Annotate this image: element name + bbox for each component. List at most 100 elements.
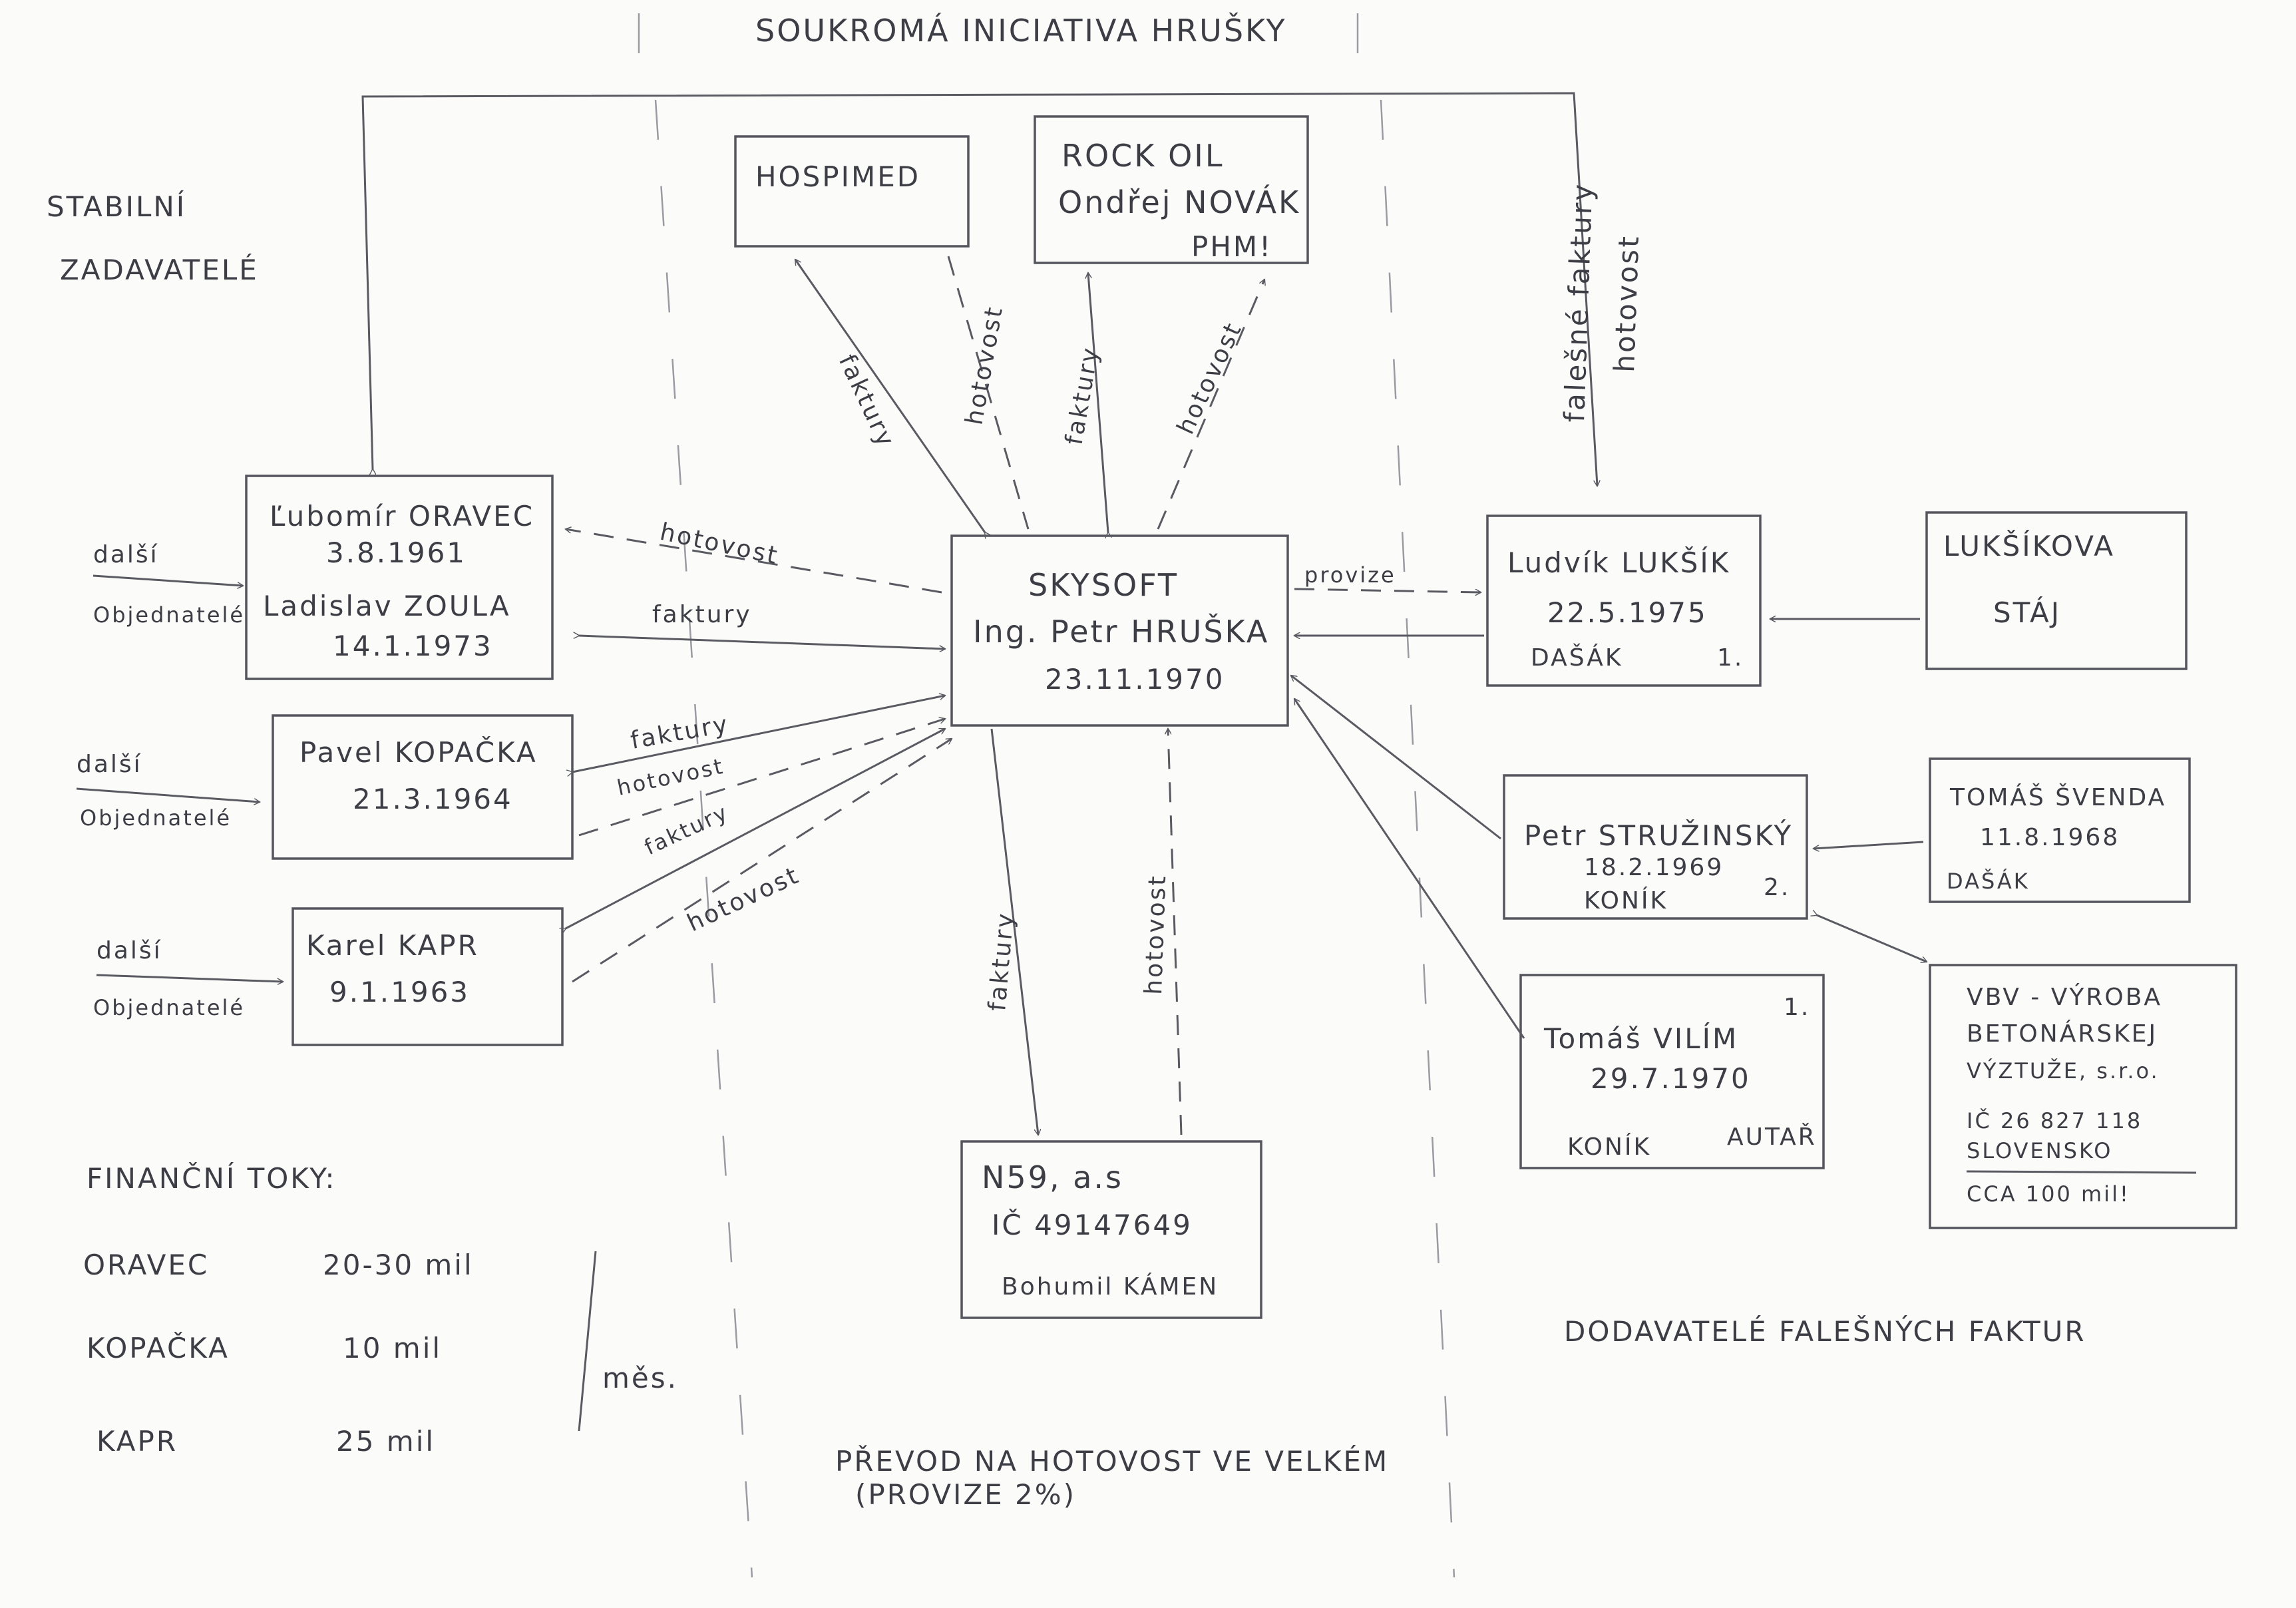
top-loop-connector bbox=[361, 92, 1597, 486]
lukesikova-staj: STÁJ bbox=[1993, 596, 2061, 629]
other-clients-1-arrow bbox=[93, 574, 243, 586]
financial-row-3-name: KAPR bbox=[96, 1425, 178, 1458]
rockoil-owner: Ondřej NOVÁK bbox=[1058, 184, 1300, 220]
financial-heading: FINANČNÍ TOKY: bbox=[87, 1161, 337, 1195]
svenda-node: TOMÁŠ ŠVENDA 11.8.1968 DAŠÁK bbox=[1929, 757, 2191, 903]
n59-name: N59, a.s bbox=[982, 1159, 1123, 1195]
financial-row-1-name: ORAVEC bbox=[83, 1249, 209, 1281]
svenda-name: TOMÁŠ ŠVENDA bbox=[1949, 783, 2166, 811]
label-rockoil-hotovost: hotovost bbox=[1172, 317, 1248, 439]
vbv-line-1: VBV - VÝROBA bbox=[1967, 983, 2162, 1011]
n59-box bbox=[960, 1140, 1262, 1319]
vilim-date: 29.7.1970 bbox=[1591, 1062, 1751, 1095]
oravec-date: 3.8.1961 bbox=[326, 536, 467, 569]
vilim-node: Tomáš VILÍM 29.7.1970 KONÍK AUTAŘ 1. bbox=[1519, 974, 1825, 1169]
struzinsky-name: Petr STRUŽINSKÝ bbox=[1524, 819, 1793, 852]
other-clients-2-label: Objednatelé bbox=[80, 805, 232, 831]
n59-skysoft-hotovost bbox=[1168, 729, 1183, 1135]
lukesikova-name: LUKŠÍKOVA bbox=[1943, 529, 2115, 562]
vbv-box bbox=[1929, 964, 2237, 1229]
financial-row-2-value: 10 mil bbox=[343, 1332, 442, 1364]
lukesik-name: Ludvík LUKŠÍK bbox=[1507, 546, 1730, 579]
skysoft-oravec-hotovost bbox=[566, 529, 942, 594]
lukesik-box bbox=[1486, 514, 1762, 687]
n59-ico: IČ 49147649 bbox=[992, 1208, 1193, 1241]
lukesik-role: DAŠÁK bbox=[1531, 644, 1623, 672]
label-lukesik-hotovost: hotovost bbox=[1608, 234, 1645, 373]
struzinsky-vbv bbox=[1817, 915, 1927, 962]
skysoft-kopacka-faktury bbox=[572, 696, 945, 772]
oravec-name: Ľubomír ORAVEC bbox=[270, 500, 534, 532]
skysoft-rockoil-hotovost bbox=[1157, 280, 1264, 530]
rockoil-box bbox=[1034, 115, 1309, 264]
financial-row-2-name: KOPAČKA bbox=[87, 1331, 230, 1364]
hospimed-box bbox=[734, 135, 970, 248]
svenda-role: DAŠÁK bbox=[1947, 868, 2030, 894]
other-clients-3-arrow bbox=[96, 974, 283, 982]
financial-row-3-value: 25 mil bbox=[336, 1425, 435, 1458]
financial-bracket bbox=[578, 1251, 597, 1432]
other-clients: další Objednatelé další Objednatelé dalš… bbox=[76, 541, 283, 1020]
hospimed-skysoft-hotovost bbox=[947, 256, 1030, 530]
other-clients-3-label: Objednatelé bbox=[93, 995, 245, 1020]
vbv-node: VBV - VÝROBA BETONÁRSKEJ VÝZTUŽE, s.r.o.… bbox=[1929, 964, 2237, 1229]
lukesik-rank: 1. bbox=[1717, 644, 1744, 672]
left-connectors bbox=[566, 529, 952, 983]
bottom-connectors bbox=[990, 728, 1183, 1135]
left-heading-zadavatele: ZADAVATELÉ bbox=[60, 253, 259, 286]
caption-dodavatele: DODAVATELÉ FALEŠNÝCH FAKTUR bbox=[1564, 1314, 2086, 1348]
vbv-line-5: SLOVENSKO bbox=[1967, 1138, 2112, 1163]
skysoft-n59-faktury bbox=[990, 728, 1038, 1135]
rockoil-name: ROCK OIL bbox=[1061, 138, 1224, 174]
oravec-box bbox=[245, 475, 554, 680]
struzinsky-role: KONÍK bbox=[1584, 887, 1668, 914]
financial-row-1-value: 20-30 mil bbox=[323, 1249, 474, 1281]
vilim-rank: 1. bbox=[1784, 994, 1810, 1021]
n59-owner: Bohumil KÁMEN bbox=[1002, 1273, 1219, 1301]
kopacka-node: Pavel KOPAČKA 21.3.1964 bbox=[272, 714, 574, 860]
vilim-box bbox=[1519, 974, 1825, 1169]
label-kopacka-faktury: faktury bbox=[628, 711, 731, 755]
vilim-role: KONÍK bbox=[1567, 1133, 1651, 1161]
n59-node: N59, a.s IČ 49147649 Bohumil KÁMEN bbox=[960, 1140, 1262, 1319]
skysoft-lukesik-provize bbox=[1294, 588, 1481, 592]
skysoft-box bbox=[950, 534, 1289, 727]
svenda-struzinsky bbox=[1814, 841, 1924, 849]
rockoil-node: ROCK OIL Ondřej NOVÁK PHM! bbox=[1034, 115, 1309, 264]
struzinsky-rank: 2. bbox=[1764, 874, 1790, 901]
column-dividers bbox=[638, 13, 1455, 1578]
divider-left bbox=[654, 99, 753, 1578]
other-clients-2-arrow bbox=[76, 787, 260, 802]
financial-unit: měs. bbox=[602, 1362, 678, 1394]
skysoft-date: 23.11.1970 bbox=[1045, 663, 1225, 696]
lukesikova-box bbox=[1925, 511, 2188, 670]
label-n59-hotovost: hotovost bbox=[1140, 874, 1171, 996]
zoula-date: 14.1.1973 bbox=[333, 630, 493, 662]
skysoft-node: SKYSOFT Ing. Petr HRUŠKA 23.11.1970 bbox=[950, 534, 1289, 727]
diagram-title: SOUKROMÁ INICIATIVA HRUŠKY bbox=[755, 12, 1287, 49]
kopacka-name: Pavel KOPAČKA bbox=[299, 735, 538, 769]
vbv-line-6: CCA 100 mil! bbox=[1967, 1181, 2130, 1207]
skysoft-rockoil-faktury bbox=[1088, 273, 1108, 532]
vbv-line-2: BETONÁRSKEJ bbox=[1967, 1020, 2158, 1048]
hospimed-name: HOSPIMED bbox=[755, 160, 920, 193]
kapr-name: Karel KAPR bbox=[306, 929, 479, 962]
kapr-node: Karel KAPR 9.1.1963 bbox=[291, 907, 564, 1046]
lukesikova-node: LUKŠÍKOVA STÁJ bbox=[1925, 511, 2188, 670]
skysoft-kapr-faktury bbox=[566, 727, 945, 928]
other-clients-1-label: Objednatelé bbox=[93, 602, 245, 628]
vilim-role-2: AUTAŘ bbox=[1727, 1123, 1817, 1151]
skysoft-oravec-faktury bbox=[579, 636, 945, 649]
label-hospimed-faktury: faktury bbox=[833, 350, 900, 452]
right-connectors bbox=[1291, 588, 1927, 1039]
kapr-box bbox=[291, 907, 564, 1046]
vilim-name: Tomáš VILÍM bbox=[1543, 1022, 1738, 1055]
zoula-name: Ladislav ZOULA bbox=[263, 590, 511, 622]
lukesik-node: Ludvík LUKŠÍK 22.5.1975 DAŠÁK 1. bbox=[1486, 514, 1762, 687]
label-lukesik-falesne-faktury: falešné faktury bbox=[1558, 182, 1599, 423]
caption-prevod: PŘEVOD NA HOTOVOST VE VELKÉM bbox=[835, 1444, 1389, 1478]
other-clients-3-dalsi: další bbox=[96, 937, 162, 964]
struzinsky-skysoft bbox=[1291, 676, 1501, 840]
left-heading-stabilni: STABILNÍ bbox=[47, 190, 186, 223]
hospimed-node: HOSPIMED bbox=[734, 135, 970, 248]
